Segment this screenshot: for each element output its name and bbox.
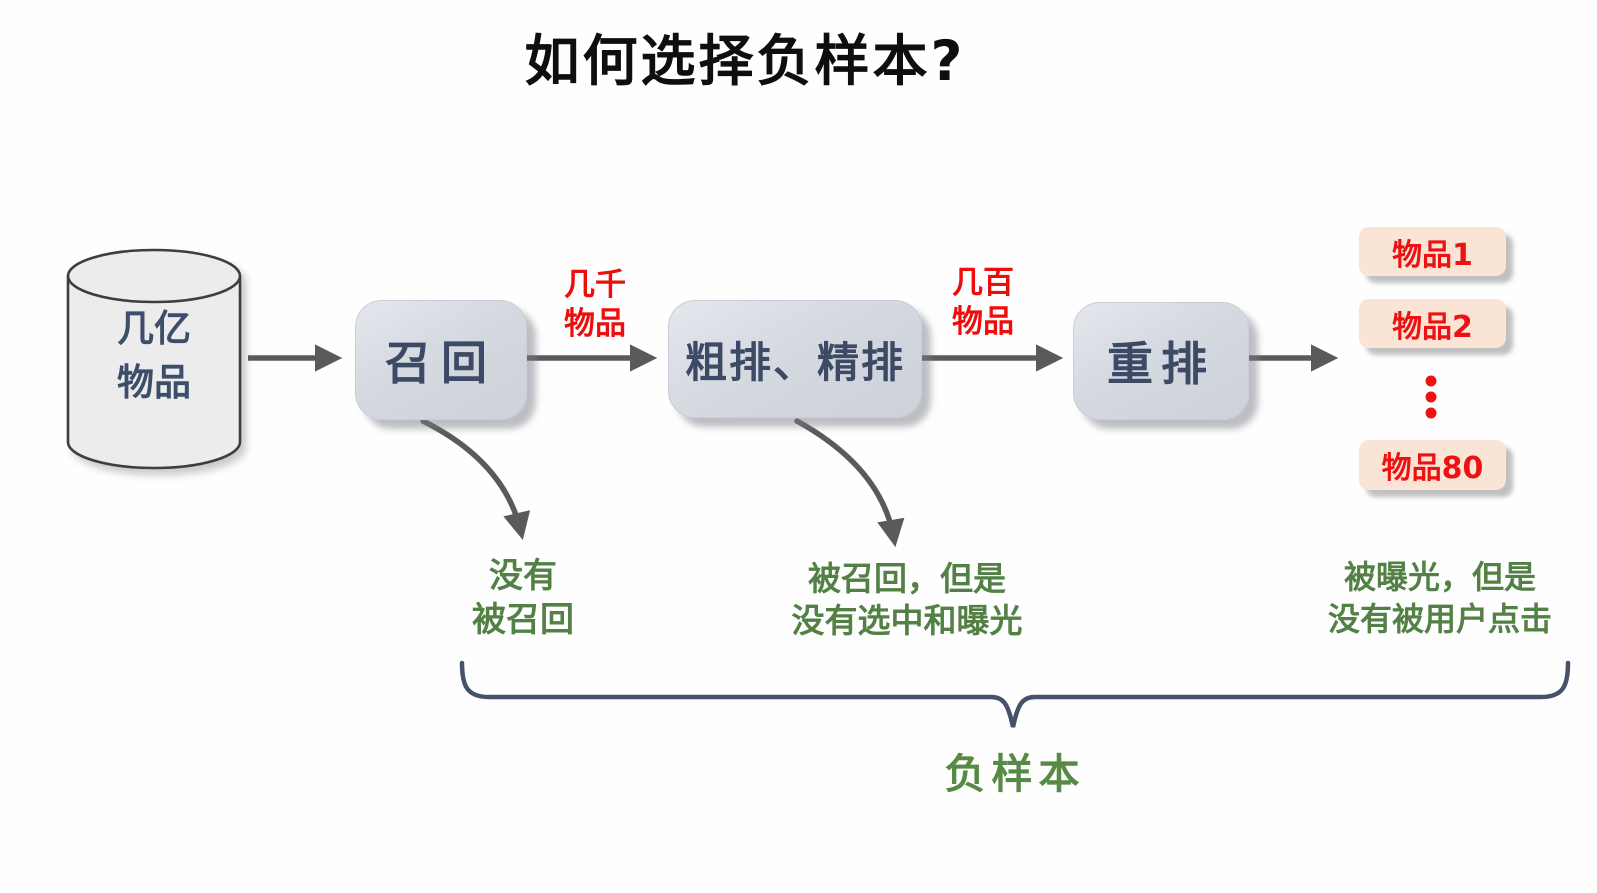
- item-2-label: 物品2: [1392, 309, 1473, 345]
- note-recalled-not-exposed-line2: 没有选中和曝光: [791, 601, 1023, 640]
- stage-recall-label: 召回: [385, 336, 497, 390]
- stage-ranking-box: 粗排、精排: [668, 300, 922, 418]
- note-recalled-not-exposed-line1: 被召回，但是: [808, 559, 1006, 598]
- vertical-dots-icon: [1425, 375, 1437, 419]
- item-box-80: 物品80: [1359, 440, 1506, 490]
- note-recalled-not-exposed: 被召回，但是 没有选中和曝光: [757, 558, 1057, 642]
- arrow-recall-to-note: [420, 418, 531, 541]
- page-title: 如何选择负样本?: [524, 29, 966, 93]
- item-box-2: 物品2: [1359, 299, 1506, 348]
- edge-label-thousands-line1: 几千: [564, 267, 626, 303]
- stage-ranking-label: 粗排、精排: [684, 337, 905, 387]
- stage-recall-box: 召回: [355, 300, 527, 420]
- note-not-recalled-line2: 被召回: [472, 600, 574, 640]
- source-items-label: 几亿 物品: [68, 302, 240, 410]
- stage-rerank-label: 重排: [1107, 337, 1215, 391]
- item-80-label: 物品80: [1381, 451, 1484, 486]
- edge-label-hundreds-line2: 物品: [952, 304, 1014, 340]
- source-items-label-line2: 物品: [117, 361, 191, 404]
- arrow-rank-to-note: [794, 418, 905, 548]
- negative-samples-label: 负样本: [944, 750, 1086, 798]
- source-items-label-line1: 几亿: [117, 307, 191, 350]
- edge-label-thousands-line2: 物品: [564, 306, 626, 342]
- stage-rerank-box: 重排: [1073, 302, 1249, 420]
- edge-label-hundreds: 几百 物品: [918, 264, 1048, 342]
- item-1-label: 物品1: [1392, 237, 1473, 273]
- edge-label-thousands: 几千 物品: [530, 266, 660, 344]
- note-exposed-not-clicked-line1: 被曝光，但是: [1343, 558, 1536, 596]
- note-not-recalled: 没有 被召回: [413, 554, 633, 642]
- edge-label-hundreds-line1: 几百: [952, 265, 1014, 301]
- note-not-recalled-line1: 没有: [489, 556, 557, 596]
- item-box-1: 物品1: [1359, 227, 1506, 276]
- note-exposed-not-clicked-line2: 没有被用户点击: [1327, 600, 1552, 638]
- negative-samples-brace: [459, 660, 1571, 728]
- database-cylinder: [66, 248, 242, 470]
- note-exposed-not-clicked: 被曝光，但是 没有被用户点击: [1290, 556, 1590, 640]
